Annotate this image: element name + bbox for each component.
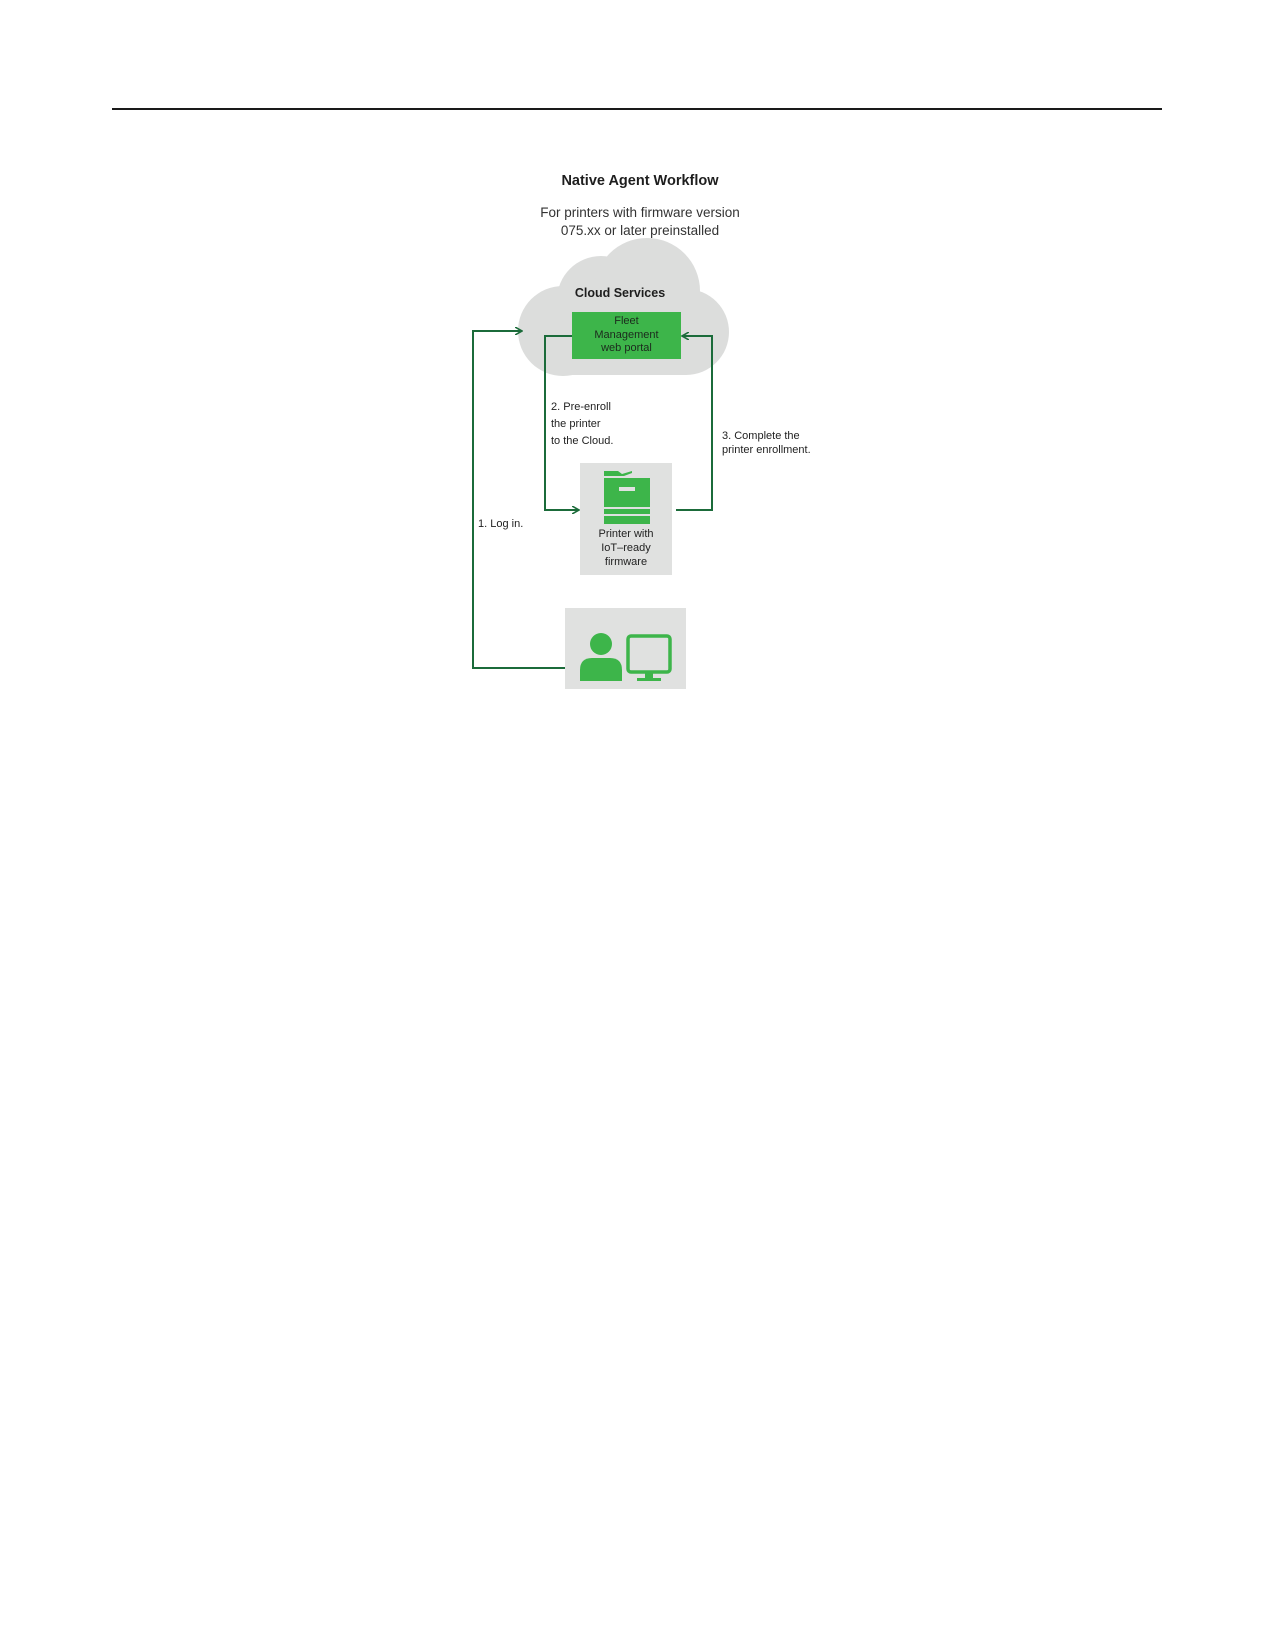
portal-line-1: Fleet xyxy=(614,315,639,328)
printer-node: Printer with IoT–ready firmware xyxy=(580,463,672,575)
step-3-line-2: printer enrollment. xyxy=(722,444,811,456)
step-1-text: 1. Log in. xyxy=(478,518,524,530)
diagram-title: Native Agent Workflow xyxy=(561,173,719,189)
fleet-management-portal: Fleet Management web portal xyxy=(572,312,681,359)
cloud-services-label: Cloud Services xyxy=(574,286,666,300)
subtitle-line-1: For printers with firmware version xyxy=(540,205,740,220)
printer-line-2: IoT–ready xyxy=(601,542,651,554)
user-workstation-node xyxy=(565,608,686,689)
printer-line-3: firmware xyxy=(604,556,648,568)
step-1-label: 1. Log in. xyxy=(478,516,523,533)
arrow-complete-enrollment xyxy=(676,336,713,511)
arrow-pre-enroll xyxy=(544,335,578,510)
portal-line-3: web portal xyxy=(601,342,652,355)
step-3-line-1: 3. Complete the xyxy=(722,430,800,442)
step-3-label: 3. Complete the printer enrollment. xyxy=(722,429,811,457)
portal-line-2: Management xyxy=(594,328,659,341)
step-2-line-1: 2. Pre-enroll xyxy=(551,401,611,413)
step-2-label: 2. Pre-enroll the printer to the Cloud. xyxy=(551,399,613,450)
printer-icon xyxy=(604,471,650,524)
subtitle-line-2: 075.xx or later preinstalled xyxy=(560,223,720,238)
printer-caption: Printer with IoT–ready firmware xyxy=(580,527,672,569)
step-2-line-2: the printer xyxy=(551,418,601,430)
top-rule xyxy=(112,108,1162,110)
diagram-subtitle: For printers with firmware version 075.x… xyxy=(440,204,840,240)
user-icon xyxy=(580,633,622,681)
monitor-icon xyxy=(626,634,672,681)
printer-line-1: Printer with xyxy=(598,528,654,540)
step-2-line-3: to the Cloud. xyxy=(551,435,614,447)
arrow-log-in xyxy=(472,331,579,669)
